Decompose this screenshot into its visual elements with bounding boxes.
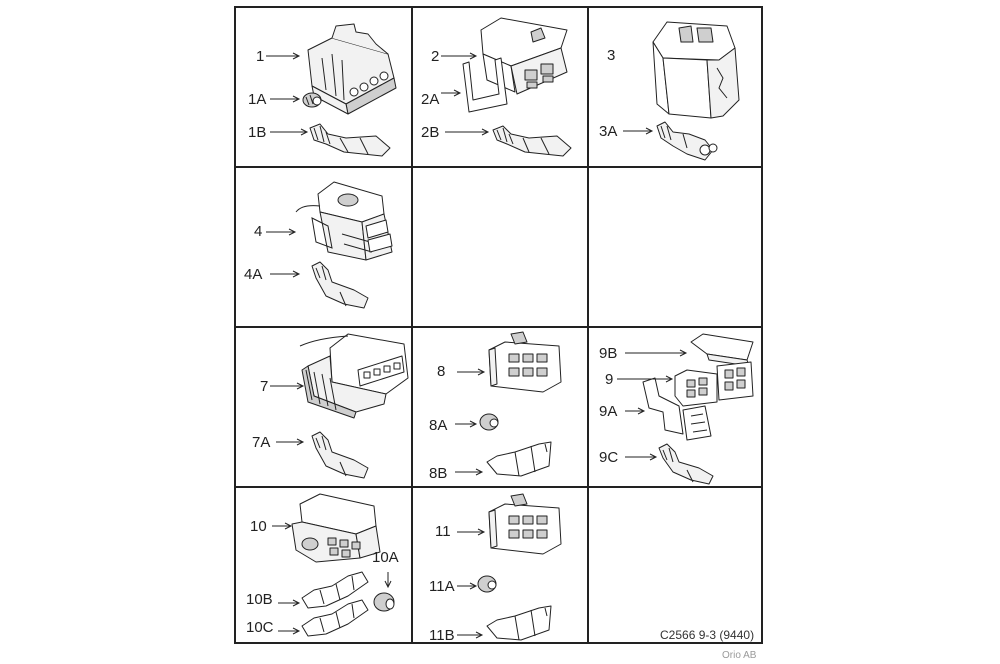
connector-7-drawing: [270, 333, 409, 479]
label-11B: 11B: [429, 627, 455, 644]
column-divider: [587, 8, 589, 642]
connector-2-drawing: [441, 17, 572, 157]
cell-connector-11: 11 11A 11B: [411, 486, 587, 644]
label-3: 3: [607, 47, 616, 64]
connector-11-drawing: [457, 493, 562, 641]
label-2A: 2A: [421, 91, 440, 108]
label-8A: 8A: [429, 417, 448, 434]
label-2B: 2B: [421, 124, 440, 141]
row-divider: [236, 326, 761, 328]
label-2: 2: [431, 48, 440, 65]
copyright-text: Orio AB: [722, 650, 757, 661]
label-7: 7: [260, 378, 269, 395]
label-9B: 9B: [599, 345, 618, 362]
cell-connector-3: 3 3A: [587, 8, 763, 166]
connector-grid: 1 1A 1B 2 2A 2B: [234, 6, 763, 644]
drawing-reference-code: C2566 9-3 (9440): [660, 628, 755, 642]
connector-8-drawing: [455, 331, 562, 477]
label-10B: 10B: [246, 591, 273, 608]
label-4: 4: [254, 223, 263, 240]
label-11: 11: [435, 523, 451, 540]
label-3A: 3A: [599, 123, 618, 140]
connector-1-drawing: [266, 23, 397, 157]
connector-3-drawing: [623, 21, 740, 161]
row-divider: [236, 166, 761, 168]
label-7A: 7A: [252, 434, 271, 451]
row-divider: [236, 486, 761, 488]
label-1B: 1B: [248, 124, 267, 141]
label-11A: 11A: [429, 578, 455, 595]
label-4A: 4A: [244, 266, 263, 283]
label-9: 9: [605, 371, 614, 388]
connector-4-drawing: [266, 181, 393, 309]
cell-connector-1: 1 1A 1B: [236, 8, 411, 166]
label-9C: 9C: [599, 449, 619, 466]
cell-connector-7: 7 7A: [236, 326, 411, 486]
cell-connector-2: 2 2A 2B: [411, 8, 587, 166]
label-8B: 8B: [429, 465, 448, 482]
column-divider: [411, 8, 413, 642]
label-10: 10: [250, 518, 267, 535]
label-1A: 1A: [248, 91, 267, 108]
connector-9-drawing: [617, 333, 754, 485]
connector-10-drawing: [272, 493, 395, 637]
label-8: 8: [437, 363, 446, 380]
label-10A: 10A: [372, 549, 399, 566]
label-9A: 9A: [599, 403, 618, 420]
label-1: 1: [256, 48, 265, 65]
cell-connector-8: 8 8A 8B: [411, 326, 587, 486]
cell-connector-9: 9B 9 9A 9C: [587, 326, 763, 486]
cell-connector-10: 10 10A 10B 10C: [236, 486, 411, 644]
cell-connector-4: 4 4A: [236, 166, 411, 326]
label-10C: 10C: [246, 619, 274, 636]
